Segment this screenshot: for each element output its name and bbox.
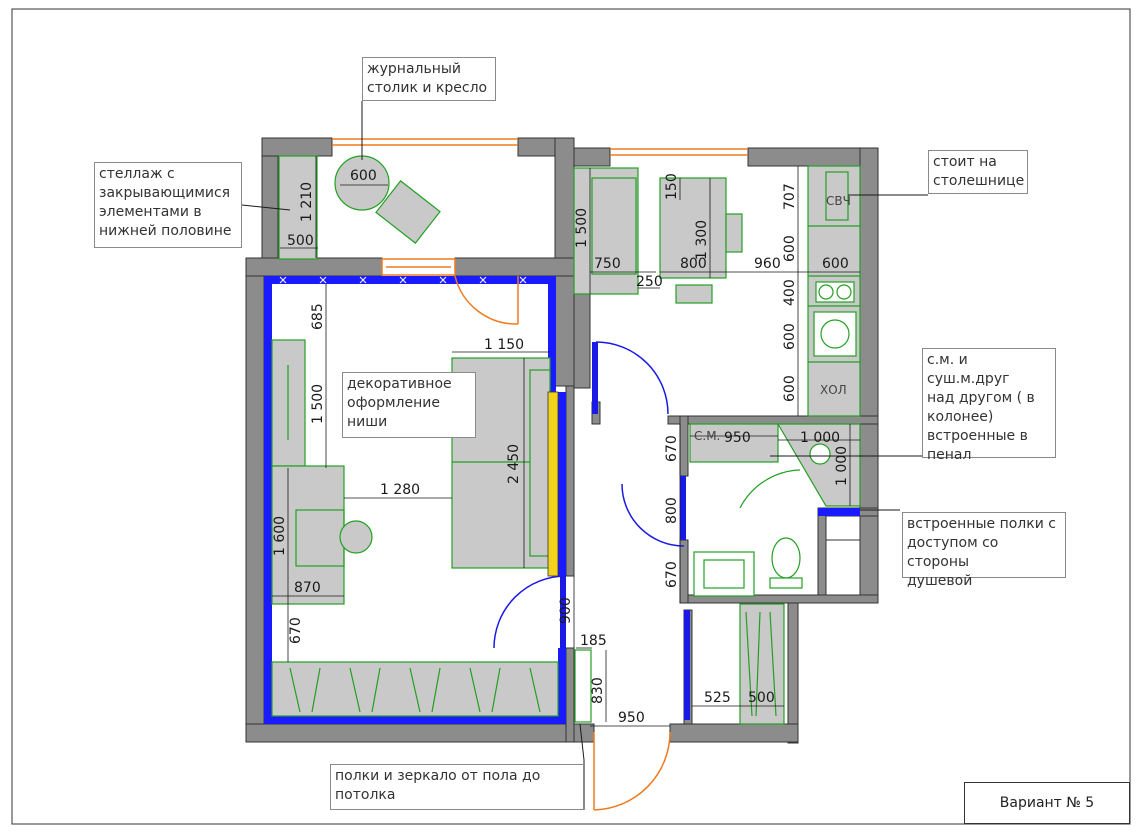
- washer-column: [689, 423, 779, 463]
- walls: [245, 137, 879, 744]
- dim-800-door: 800: [664, 497, 680, 524]
- kitchen-sofa: [573, 167, 639, 295]
- dim-185: 185: [580, 633, 607, 649]
- note-coffee-table: журнальный столик и кресло: [362, 57, 496, 101]
- decorative-niche: [547, 391, 559, 577]
- balcony-door: [454, 275, 519, 325]
- dim-1000-v: 1 000: [834, 446, 850, 486]
- washer-label: С.М.: [694, 429, 720, 443]
- kitchen-furniture: [573, 165, 861, 417]
- note-shelving: стеллаж с закрывающимися элементами в ни…: [94, 162, 242, 248]
- sheet-frame: [11, 8, 1131, 825]
- dim-525: 525: [704, 690, 731, 706]
- dining-table: [659, 177, 727, 279]
- dim-800-table: 800: [680, 256, 707, 272]
- dim-900: 900: [558, 597, 574, 624]
- insulation: [264, 276, 860, 724]
- dim-830: 830: [590, 677, 606, 704]
- variant-label: Вариант № 5: [964, 782, 1130, 824]
- dim-685: 685: [310, 303, 326, 330]
- dim-500-bottom: 500: [748, 690, 775, 706]
- dim-707: 707: [782, 183, 798, 210]
- washbasin: [693, 551, 755, 597]
- dim-670-left: 670: [288, 617, 304, 644]
- dim-600-k1: 600: [782, 235, 798, 262]
- dim-950-bottom: 950: [618, 710, 645, 726]
- hall-shelf: [739, 603, 785, 725]
- entry-door: [593, 731, 671, 811]
- dim-1300: 1 300: [694, 220, 710, 260]
- dim-600-k2: 600: [822, 256, 849, 272]
- dim-1500-left: 1 500: [310, 384, 326, 424]
- microwave-label: СВЧ: [826, 194, 851, 208]
- dim-600-table: 600: [350, 168, 377, 184]
- doors: [493, 341, 690, 720]
- note-niche: декоративное оформление ниши: [342, 372, 476, 438]
- bathroom-fixtures: [574, 423, 861, 725]
- dim-1600: 1 600: [272, 516, 288, 556]
- insulation-hatch: [279, 276, 527, 284]
- dim-500-left: 500: [287, 233, 314, 249]
- armchair: [375, 180, 441, 244]
- dim-1210: 1 210: [299, 182, 315, 222]
- windows: [332, 138, 748, 276]
- note-washer: с.м. и суш.м.друг над другом ( в колонее…: [922, 348, 1056, 463]
- dimension-lines: [272, 156, 860, 727]
- shower: [776, 423, 861, 507]
- dim-750: 750: [594, 256, 621, 272]
- dim-670-c2: 670: [664, 561, 680, 588]
- dim-1150: 1 150: [484, 337, 524, 353]
- dim-870: 870: [294, 580, 321, 596]
- toilet: [771, 537, 801, 579]
- note-mirror: полки и зеркало от пола до потолка: [330, 764, 584, 810]
- leader-lines: [241, 101, 928, 810]
- living-furniture: [271, 339, 559, 717]
- dim-950-wm: 950: [724, 430, 751, 446]
- dim-600-k3: 600: [782, 323, 798, 350]
- balcony-furniture: [278, 155, 441, 260]
- dim-670-c1: 670: [664, 435, 680, 462]
- dim-150: 150: [664, 173, 680, 200]
- dim-960: 960: [754, 256, 781, 272]
- dim-2450: 2 450: [506, 444, 522, 484]
- note-microwave: стоит на столешнице: [928, 150, 1028, 194]
- dim-1000-h: 1 000: [800, 430, 840, 446]
- dim-400: 400: [782, 279, 798, 306]
- note-shelves-shower: встроенные полки с доступом со стороны д…: [902, 512, 1066, 589]
- dim-250: 250: [636, 274, 663, 290]
- dim-600-k4: 600: [782, 375, 798, 402]
- dim-1500-sofa: 1 500: [574, 208, 590, 248]
- hall-mirror-shelf: [574, 649, 592, 723]
- dim-1280: 1 280: [380, 482, 420, 498]
- fridge-label: ХОЛ: [820, 383, 847, 397]
